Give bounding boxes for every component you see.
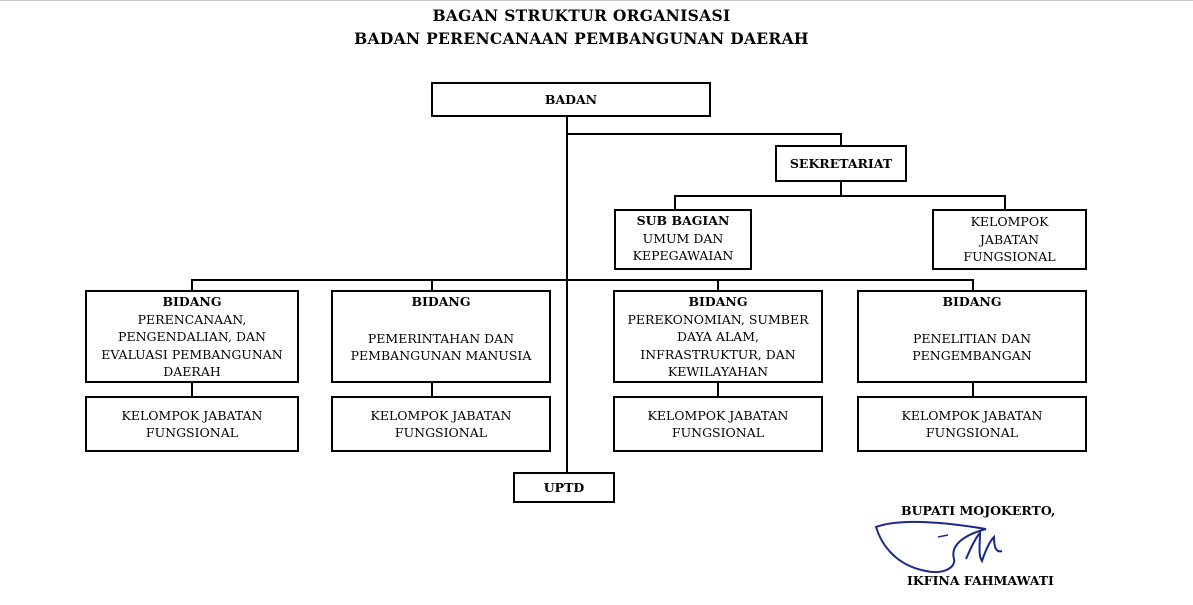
- node-bidang-1-jf: KELOMPOK JABATAN FUNGSIONAL: [85, 396, 299, 452]
- connector-jf-1: [191, 382, 193, 397]
- signature-scribble-icon: [874, 520, 1003, 573]
- connector-sekretariat-down: [840, 181, 842, 197]
- node-bidang-2-head: BIDANG: [411, 294, 471, 309]
- connector-sekretariat-jf-drop: [1004, 195, 1006, 210]
- node-uptd: UPTD: [513, 472, 615, 503]
- node-bidang-1-jf-label: KELOMPOK JABATAN FUNGSIONAL: [121, 407, 263, 441]
- node-bidang-2-jf-label: KELOMPOK JABATAN FUNGSIONAL: [370, 407, 512, 441]
- node-sekretariat: SEKRETARIAT: [775, 145, 907, 182]
- node-bidang-3-jf: KELOMPOK JABATAN FUNGSIONAL: [613, 396, 823, 452]
- connector-bidang-3-drop: [717, 279, 719, 291]
- node-bidang-1: BIDANG PERENCANAAN, PENGENDALIAN, DAN EV…: [85, 290, 299, 383]
- node-bidang-1-body: PERENCANAAN, PENGENDALIAN, DAN EVALUASI …: [101, 311, 283, 380]
- connector-bidang-2-drop: [431, 279, 433, 291]
- chart-title: BAGAN STRUKTUR ORGANISASI: [432, 6, 731, 25]
- connector-bidang-branch: [191, 279, 974, 281]
- node-badan-label: BADAN: [544, 91, 598, 107]
- connector-sekretariat-branch: [674, 195, 1006, 197]
- connector-trunk: [566, 115, 568, 473]
- node-bidang-4-jf-label: KELOMPOK JABATAN FUNGSIONAL: [901, 407, 1043, 441]
- node-bidang-4-jf: KELOMPOK JABATAN FUNGSIONAL: [857, 396, 1087, 452]
- node-bidang-4-body: PENELITIAN DAN PENGEMBANGAN: [912, 330, 1032, 364]
- node-bidang-3: BIDANG PEREKONOMIAN, SUMBER DAYA ALAM, I…: [613, 290, 823, 383]
- node-bidang-2-body: PEMERINTAHAN DAN PEMBANGUNAN MANUSIA: [350, 330, 532, 364]
- connector-bidang-1-drop: [191, 279, 193, 291]
- connector-jf-4: [972, 382, 974, 397]
- connector-jf-2: [431, 382, 433, 397]
- node-bidang-4: BIDANG PENELITIAN DAN PENGEMBANGAN: [857, 290, 1087, 383]
- node-uptd-label: UPTD: [543, 479, 585, 495]
- node-bidang-3-head: BIDANG: [688, 294, 748, 309]
- connector-jf-3: [717, 382, 719, 397]
- connector-bidang-4-drop: [972, 279, 974, 291]
- node-sub-bagian: SUB BAGIAN UMUM DAN KEPEGAWAIAN: [614, 209, 752, 270]
- connector-sekretariat-drop: [840, 133, 842, 145]
- node-bidang-2: BIDANG PEMERINTAHAN DAN PEMBANGUNAN MANU…: [331, 290, 551, 383]
- node-sub-bagian-head: SUB BAGIAN: [636, 213, 730, 228]
- top-border: [0, 0, 1193, 1]
- signature-name: IKFINA FAHMAWATI: [907, 573, 1054, 588]
- node-badan: BADAN: [431, 82, 711, 117]
- node-bidang-3-body: PEREKONOMIAN, SUMBER DAYA ALAM, INFRASTR…: [627, 311, 809, 380]
- node-sekretariat-jf-label: KELOMPOK JABATAN FUNGSIONAL: [963, 214, 1056, 265]
- node-bidang-4-head: BIDANG: [942, 294, 1002, 309]
- connector-to-sekretariat: [566, 133, 842, 135]
- connector-subbagian-drop: [674, 195, 676, 210]
- node-bidang-2-jf: KELOMPOK JABATAN FUNGSIONAL: [331, 396, 551, 452]
- node-bidang-1-head: BIDANG: [162, 294, 222, 309]
- node-bidang-3-jf-label: KELOMPOK JABATAN FUNGSIONAL: [647, 407, 789, 441]
- chart-subtitle: BADAN PERENCANAAN PEMBANGUNAN DAERAH: [354, 29, 809, 48]
- node-sub-bagian-body: UMUM DAN KEPEGAWAIAN: [632, 230, 734, 264]
- node-sekretariat-label: SEKRETARIAT: [789, 155, 893, 171]
- node-sekretariat-jf: KELOMPOK JABATAN FUNGSIONAL: [932, 209, 1087, 270]
- signature-position: BUPATI MOJOKERTO,: [901, 503, 1056, 518]
